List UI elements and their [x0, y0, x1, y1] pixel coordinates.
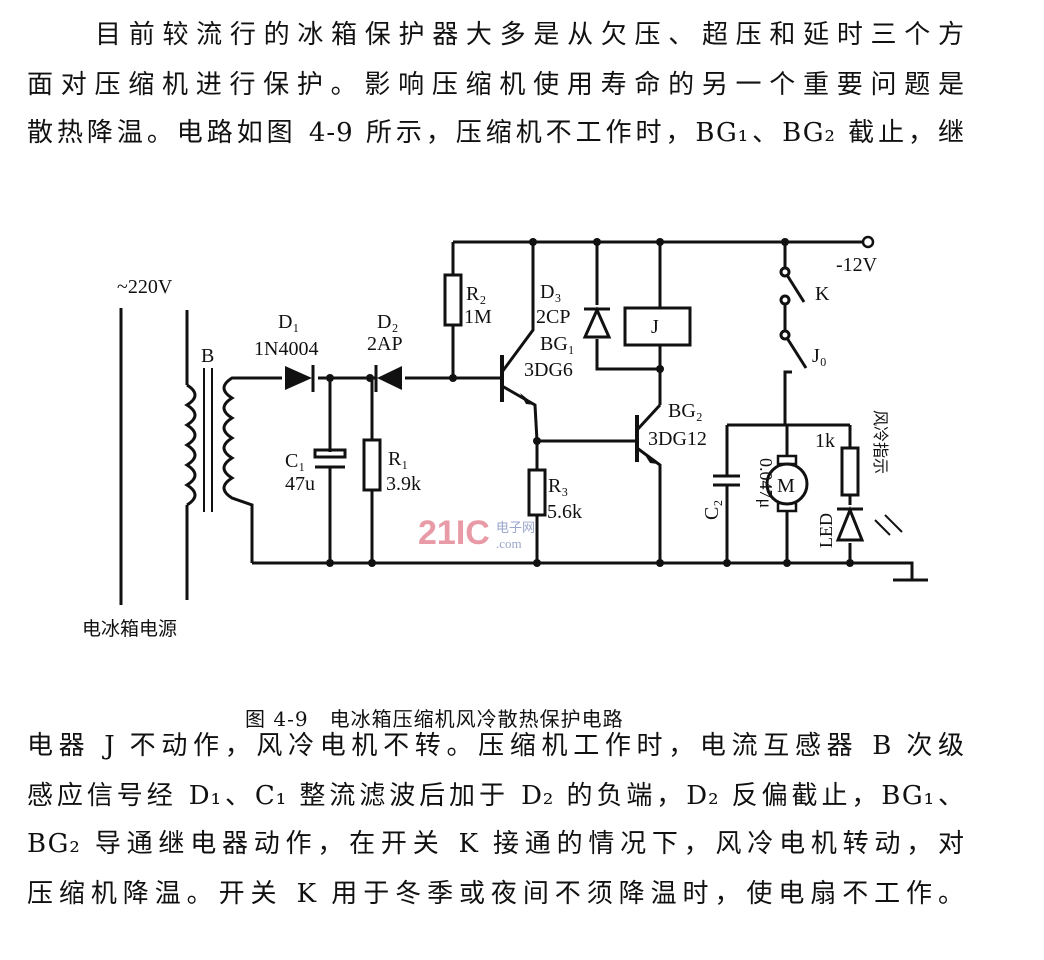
label-c2-value: 0.047μ	[756, 458, 776, 508]
label-bg2: BG₂	[668, 400, 703, 422]
label-switch-k: K	[815, 283, 830, 305]
led	[835, 505, 865, 542]
label-ac-source: ~220V	[117, 276, 173, 298]
label-d1-part: 1N4004	[254, 338, 318, 360]
resistor-r3	[527, 468, 547, 517]
label-relay: J	[651, 316, 659, 338]
paragraph-line: 电器 J 不动作，风冷电机不转。压缩机工作时，电流互感器 B 次级	[27, 731, 965, 761]
diode-d2	[377, 366, 402, 390]
figure-caption: 图 4-9 电冰箱压缩机风冷散热保护电路	[245, 707, 624, 731]
resistor-1k	[840, 446, 860, 497]
capacitor-c1	[313, 448, 347, 459]
label-d2-part: 2AP	[367, 333, 403, 355]
light-emission-icon	[874, 514, 903, 536]
paragraph-line: 感应信号经 D₁、C₁ 整流滤波后加于 D₂ 的负端，D₂ 反偏截止，BG₁、	[27, 781, 965, 811]
svg-text:.com: .com	[496, 536, 522, 551]
label-c2: C₂	[701, 500, 723, 520]
label-indicator: 风冷指示	[871, 410, 889, 474]
watermark-logo: 21IC 电子网 .com	[418, 514, 535, 552]
label-r2-value: 1M	[464, 306, 492, 328]
circuit-diagram: 21IC 电子网 .com ~220V 电冰箱电源 B D₁ 1N4004 D₂…	[82, 235, 928, 640]
label-bg2-part: 3DG12	[648, 428, 707, 450]
label-contact-j0: J₀	[812, 345, 827, 367]
relay-j	[623, 306, 692, 347]
label-bg1-part: 3DG6	[524, 359, 573, 381]
relay-contact-j0	[779, 329, 791, 341]
resistor-r1	[362, 438, 382, 492]
svg-text:21IC: 21IC	[418, 514, 490, 552]
secondary-coil	[222, 376, 254, 563]
resistor-r2	[443, 273, 463, 327]
switch-k	[779, 266, 791, 278]
diode-d1	[285, 366, 312, 390]
primary-coil	[184, 383, 197, 507]
label-d1: D₁	[278, 311, 299, 333]
ground-wire	[905, 561, 914, 580]
paragraph-line: BG₂ 导通继电器动作，在开关 K 接通的情况下，风冷电机转动，对	[27, 829, 965, 859]
junction-dots	[326, 238, 854, 567]
label-motor: M	[777, 475, 795, 497]
label-r3: R₃	[548, 475, 568, 497]
label-source-name: 电冰箱电源	[82, 618, 177, 640]
label-transformer: B	[201, 345, 214, 367]
label-r1-value: 3.9k	[386, 473, 421, 495]
label-led: LED	[816, 513, 836, 548]
paragraph-line: 面对压缩机进行保护。影响压缩机使用寿命的另一个重要问题是	[27, 70, 965, 100]
diode-d3	[582, 306, 612, 339]
motor	[765, 462, 809, 506]
paragraph-line: 目前较流行的冰箱保护器大多是从欠压、超压和延时三个方	[95, 20, 965, 50]
label-bg1: BG₁	[540, 333, 575, 355]
supply-terminal	[861, 235, 875, 249]
paragraph-line: 散热降温。电路如图 4-9 所示，压缩机不工作时，BG₁、BG₂ 截止，继	[27, 118, 965, 148]
label-c1-value: 47u	[285, 473, 315, 495]
label-r1: R₁	[388, 448, 408, 470]
label-d3: D₃	[540, 281, 561, 303]
label-r3-value: 5.6k	[547, 501, 582, 523]
label-d3-part: 2CP	[536, 306, 570, 328]
label-r2: R₂	[466, 283, 486, 305]
label-c1: C₁	[285, 450, 305, 472]
paragraph-line: 压缩机降温。开关 K 用于冬季或夜间不须降温时，使电扇不工作。	[27, 879, 965, 909]
svg-text:电子网: 电子网	[496, 520, 535, 535]
label-supply: -12V	[836, 254, 878, 276]
label-d2: D₂	[377, 311, 398, 333]
label-r-led: 1k	[815, 430, 835, 452]
